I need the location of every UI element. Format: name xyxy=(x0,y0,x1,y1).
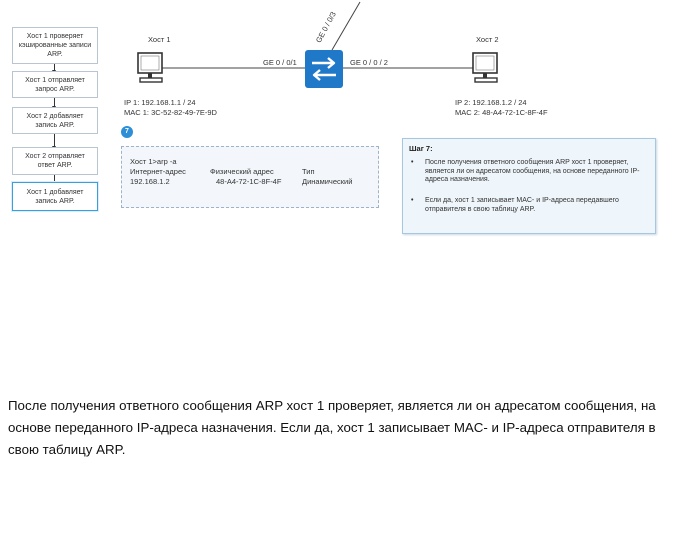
topology-links xyxy=(160,1,488,69)
step-bullet: • Если да, хост 1 записывает MAC- и IP-а… xyxy=(411,197,619,213)
host2-ip: IP 2: 192.168.1.2 / 24 xyxy=(455,98,527,107)
host2-mac: MAC 2: 48-A4-72-1C-8F-4F xyxy=(455,108,548,117)
arp-cell-mac: 48-A4-72-1C-8F-4F xyxy=(216,177,282,186)
arp-cell-ip: 192.168.1.2 xyxy=(130,177,170,186)
port-left-label: GE 0 / 0/1 xyxy=(263,58,297,67)
host1-computer-icon xyxy=(137,52,163,83)
flow-step-3: Хост 2 добавляет запись ARP. xyxy=(12,107,98,134)
description-paragraph: После получения ответного сообщения ARP … xyxy=(8,398,656,457)
step-badge: 7 xyxy=(121,126,133,138)
step-title: Шаг 7: xyxy=(409,144,433,153)
switch-icon xyxy=(305,50,343,88)
arp-cell-type: Динамический xyxy=(302,177,353,186)
arp-header-type: Тип xyxy=(302,167,315,176)
flow-arrow xyxy=(52,175,56,185)
host1-mac: MAC 1: 3C-52-82-49-7E-9D xyxy=(124,108,217,117)
arp-header-ip: Интернет-адрес xyxy=(130,167,186,176)
port-right-label: GE 0 / 0 / 2 xyxy=(350,58,388,67)
host1-ip: IP 1: 192.168.1.1 / 24 xyxy=(124,98,196,107)
step-description-box: Шаг 7: • После получения ответного сообщ… xyxy=(402,138,656,234)
flow-step-4: Хост 2 отправляет ответ ARP. xyxy=(12,147,98,175)
host2-computer-icon xyxy=(472,52,498,83)
arp-command: Хост 1>arp -a xyxy=(130,157,177,166)
host2-label: Хост 2 xyxy=(476,35,499,44)
step-bullet: • После получения ответного сообщения AR… xyxy=(411,159,640,183)
bullet-marker: • xyxy=(411,197,414,204)
flow-step-1: Хост 1 проверяет кэшированные записи ARP… xyxy=(12,27,98,64)
arp-header-mac: Физический адрес xyxy=(210,167,274,176)
host1-label: Хост 1 xyxy=(148,35,171,44)
bullet-marker: • xyxy=(411,159,414,166)
flow-step-5-current: Хост 1 добавляет запись ARP. xyxy=(12,182,98,211)
arp-table-box: Хост 1>arp -a Интернет-адрес Физический … xyxy=(121,146,379,208)
flow-step-2: Хост 1 отправляет запрос ARP. xyxy=(12,71,98,98)
link-switch-up xyxy=(331,1,361,51)
